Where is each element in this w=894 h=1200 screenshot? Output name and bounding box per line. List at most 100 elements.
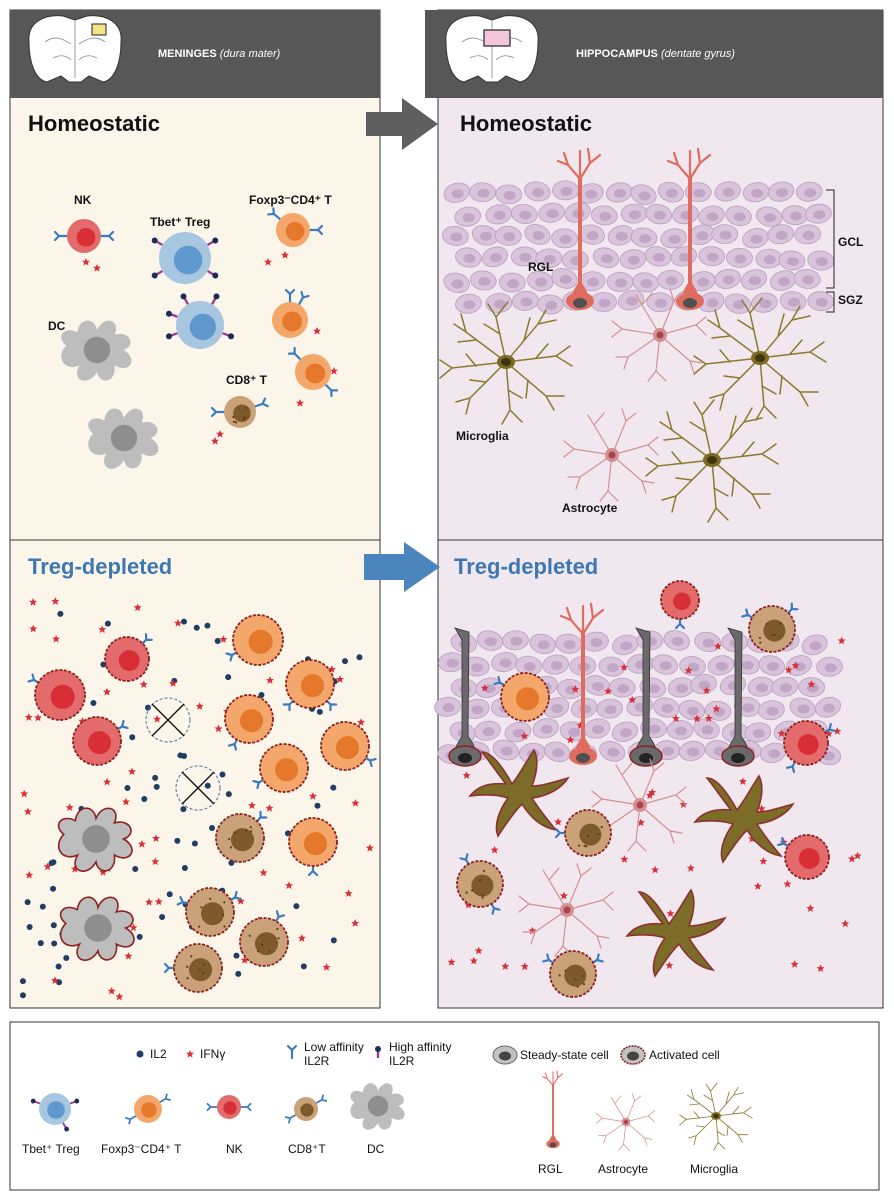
foxp3-cell [225, 614, 284, 666]
hippocampus-location-icon [483, 29, 511, 47]
il2-dot [180, 618, 187, 625]
meninges-header: MENINGES (dura mater) [158, 48, 281, 60]
depleted-treg-cross [181, 771, 215, 805]
il2-dot [181, 753, 188, 760]
il2-dot [342, 658, 349, 665]
il2-dot [191, 840, 198, 847]
il2-dot [48, 860, 55, 867]
meninges-homeostatic-title: Homeostatic [28, 111, 160, 136]
nk-cell [104, 633, 153, 682]
foxp3-cell [320, 721, 377, 771]
cd8-label: CD8⁺ T [226, 373, 268, 387]
nk-cell [660, 580, 700, 630]
nk-label: NK [74, 193, 92, 207]
foxp3-cell [493, 672, 550, 722]
il2-dot [37, 940, 44, 947]
depleted-treg-ghost [175, 765, 221, 811]
il2-dot [174, 837, 181, 844]
il2-dot [258, 691, 265, 698]
legend-steady-state: Steady-state cell [520, 1048, 609, 1062]
legend-low-affinity-2: IL2R [304, 1054, 330, 1068]
il2-dot [356, 654, 363, 661]
legend-foxp3-icon [125, 1093, 171, 1125]
dc-cell [57, 807, 133, 872]
foxp3-cell [252, 743, 309, 793]
il2-dot [314, 802, 321, 809]
hippocampus-depleted-title: Treg-depleted [454, 554, 598, 579]
il2-dot [19, 992, 26, 999]
il2-dot [50, 885, 57, 892]
legend-rgl: RGL [538, 1162, 563, 1176]
cd8-cell [163, 943, 223, 993]
cd8-cell [554, 809, 612, 857]
microglia-label: Microglia [456, 429, 509, 443]
il2-dot [56, 979, 63, 986]
il2-dot [55, 963, 62, 970]
foxp3-cell [287, 346, 339, 398]
il2-dot [50, 922, 57, 929]
legend-ifng: IFNγ [200, 1047, 225, 1061]
legend-activated: Activated cell [649, 1048, 720, 1062]
legend-cd8: CD8⁺T [288, 1142, 326, 1156]
treg-cell [149, 232, 221, 284]
legend-dc-icon [350, 1083, 405, 1130]
il2-dot [225, 674, 232, 681]
il2-dot [166, 891, 173, 898]
nk-cell [53, 219, 115, 253]
panel-backgrounds [9, 9, 884, 1009]
il2-dot [214, 638, 221, 645]
foxp3-cell [224, 694, 274, 751]
nk-cell [27, 669, 86, 721]
legend-high-affinity-2: IL2R [389, 1054, 415, 1068]
legend-il2: IL2 [150, 1047, 167, 1061]
legend-cell-icons [29, 1070, 753, 1151]
foxp3-cell [288, 817, 338, 877]
rgl-label: RGL [528, 260, 553, 274]
legend-nk-icon [206, 1095, 252, 1119]
il2-dot [228, 859, 235, 866]
homeostatic-arrow [366, 98, 438, 150]
foxp3-cell [282, 659, 338, 712]
il2-dot [330, 784, 337, 791]
astrocyte-label: Astrocyte [562, 501, 618, 515]
depleted-treg-ghost [145, 697, 191, 743]
il2-dot [152, 774, 159, 781]
nk-cell [72, 716, 129, 766]
cd8-cell [210, 396, 269, 428]
dc-cell [88, 408, 159, 469]
depleted-arrow [364, 542, 440, 592]
dc-label: DC [48, 319, 66, 333]
legend-astrocyte: Astrocyte [598, 1162, 648, 1176]
il2-dot [51, 940, 58, 947]
il2-dot [209, 824, 216, 831]
cell-drawings [19, 147, 862, 1001]
il2-dot [235, 970, 242, 977]
activated-nucleus-icon [627, 1051, 639, 1061]
activated-rgl-cell [721, 627, 755, 767]
cd8-cell [239, 910, 289, 967]
legend-nk: NK [226, 1142, 243, 1156]
il2-dot [26, 923, 33, 930]
il2-dot [129, 734, 136, 741]
il2-dot [204, 622, 211, 629]
foxp3-cell [272, 288, 310, 338]
meninges-location-icon [91, 23, 107, 36]
il2-dot [300, 963, 307, 970]
legend-microglia: Microglia [690, 1162, 738, 1176]
cd8-cell [741, 602, 799, 653]
il2-dot [144, 704, 151, 711]
il2-dot [233, 952, 240, 959]
hippocampus-header: HIPPOCAMPUS (dentate gyrus) [576, 48, 735, 60]
treg-label: Tbet⁺ Treg [150, 215, 210, 229]
cd8-cell [176, 887, 242, 937]
legend-high-affinity-1: High affinity [389, 1040, 451, 1054]
hippocampus-brain-icon [445, 15, 539, 83]
meninges-depleted-title: Treg-depleted [28, 554, 172, 579]
il2-dot [181, 864, 188, 871]
il2-dot [293, 903, 300, 910]
il2-dot [57, 610, 64, 617]
il2-dot [153, 783, 160, 790]
il2-dot [63, 954, 70, 961]
meninges-brain-icon [28, 15, 122, 83]
